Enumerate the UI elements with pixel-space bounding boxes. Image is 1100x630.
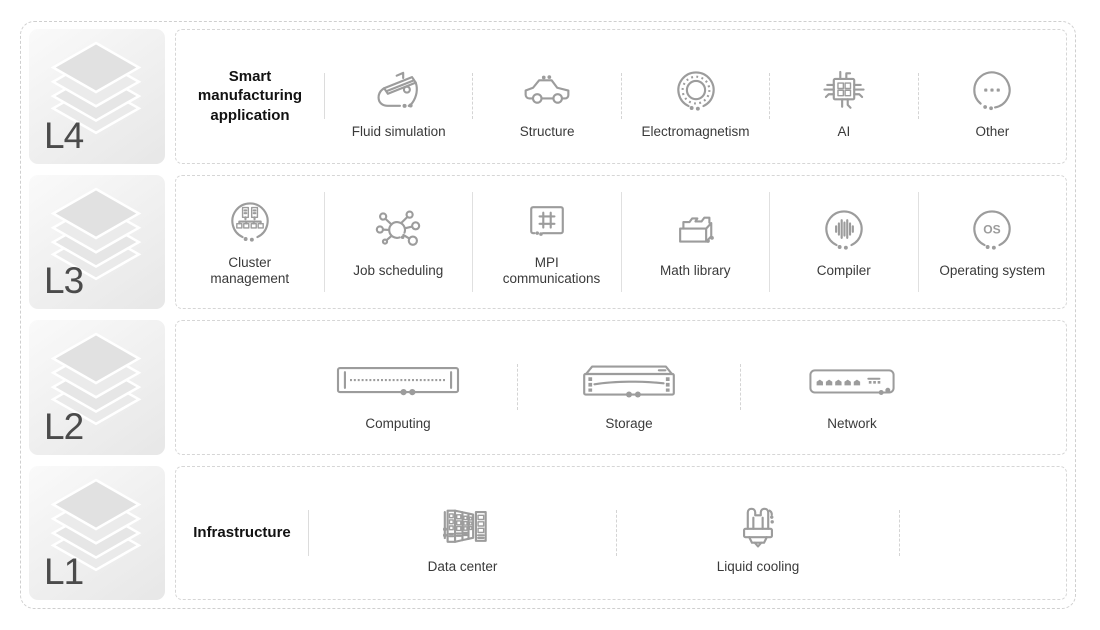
item-fluid-simulation: Fluid simulation bbox=[325, 53, 472, 140]
item-computing: Computing bbox=[279, 343, 517, 432]
layer-row-l2: L2 Computing bbox=[29, 320, 1067, 455]
item-data-center: Data center bbox=[309, 490, 616, 575]
layer-badge-label: L3 bbox=[44, 260, 84, 301]
layer-badge-l1: L1 bbox=[29, 465, 165, 600]
layer-content-l4: Smart manufacturing application Fluid si… bbox=[175, 29, 1067, 164]
item-electromagnetism: Electromagnetism bbox=[622, 53, 769, 140]
dashed-divider bbox=[917, 73, 919, 120]
empty-slot bbox=[900, 528, 1066, 538]
item-other: Other bbox=[919, 53, 1066, 140]
item-label: Job scheduling bbox=[353, 263, 444, 279]
item-liquid-cooling: Liquid cooling bbox=[617, 490, 899, 575]
storage-array-icon bbox=[583, 364, 675, 398]
solid-divider bbox=[472, 191, 473, 292]
dashed-divider bbox=[472, 73, 474, 120]
item-label: Structure bbox=[519, 123, 575, 139]
chip-icon bbox=[823, 70, 865, 109]
solid-divider bbox=[323, 191, 325, 292]
diagram-frame: L4 Smart manufacturing application Fluid… bbox=[20, 21, 1076, 609]
item-label: AI bbox=[837, 123, 851, 139]
network-switch-icon bbox=[809, 368, 895, 395]
item-label: Data center bbox=[427, 559, 498, 575]
layer-badge-l4: L4 bbox=[29, 29, 165, 164]
solid-divider bbox=[769, 191, 770, 292]
server-rack-icon bbox=[336, 366, 460, 395]
layer-row-l3: L3 Cluster management bbox=[29, 174, 1067, 309]
layer-row-l1: L1 Infrastructure bbox=[29, 465, 1067, 600]
dashed-divider bbox=[769, 73, 771, 120]
svg-text:OS: OS bbox=[984, 222, 1001, 236]
layer-badge-label: L2 bbox=[44, 405, 84, 447]
layer-row-l4: L4 Smart manufacturing application Fluid… bbox=[29, 29, 1067, 164]
nodes-icon bbox=[376, 210, 421, 246]
item-label: Network bbox=[827, 415, 877, 431]
item-label: Other bbox=[975, 123, 1010, 139]
layer-badge-label: L4 bbox=[44, 114, 84, 156]
item-label: Operating system bbox=[939, 263, 1046, 279]
item-storage: Storage bbox=[518, 343, 740, 432]
file-box-icon bbox=[679, 216, 715, 243]
item-label: Liquid cooling bbox=[716, 559, 800, 575]
item-label: Computing bbox=[365, 415, 431, 431]
layer-badge-l3: L3 bbox=[29, 174, 165, 309]
item-structure: Structure bbox=[473, 53, 620, 140]
car-icon bbox=[524, 74, 570, 104]
item-ai: AI bbox=[770, 53, 917, 140]
cluster-circle-icon bbox=[231, 202, 269, 242]
ship-icon bbox=[377, 71, 418, 108]
item-cluster-management: Cluster management bbox=[176, 196, 324, 288]
group-label-smart-manufacturing: Smart manufacturing application bbox=[197, 67, 303, 125]
bearing-icon bbox=[676, 70, 715, 111]
ellipsis-circle-icon bbox=[973, 70, 1011, 110]
item-label: Storage bbox=[605, 415, 653, 431]
solid-divider bbox=[308, 509, 309, 556]
item-mpi-communications: MPI communications bbox=[473, 196, 621, 288]
item-label: Electromagnetism bbox=[641, 123, 750, 139]
os-circle-icon: OS bbox=[973, 210, 1011, 250]
item-operating-system: OS Operating system bbox=[919, 204, 1067, 279]
layer-content-l1: Infrastructure bbox=[175, 465, 1067, 600]
layer-badge-l2: L2 bbox=[29, 320, 165, 455]
dashed-divider bbox=[620, 73, 622, 120]
item-compiler: Compiler bbox=[770, 204, 918, 279]
item-label: Fluid simulation bbox=[351, 123, 446, 139]
item-label: Compiler bbox=[816, 263, 871, 279]
item-label: MPI communications bbox=[502, 254, 601, 287]
item-network: Network bbox=[741, 343, 963, 432]
waveform-circle-icon bbox=[825, 210, 863, 250]
item-math-library: Math library bbox=[622, 204, 770, 279]
item-label: Math library bbox=[659, 263, 731, 279]
dashed-divider bbox=[615, 509, 617, 556]
item-job-scheduling: Job scheduling bbox=[325, 204, 473, 279]
layers-icon bbox=[50, 478, 142, 571]
layer-content-l2: Computing Storage bbox=[175, 320, 1067, 455]
solid-divider bbox=[324, 73, 325, 120]
layers-icon bbox=[50, 187, 142, 280]
solid-divider bbox=[620, 191, 622, 292]
grid-box-icon bbox=[529, 205, 564, 236]
layers-icon bbox=[50, 41, 142, 135]
item-label: Cluster management bbox=[210, 254, 290, 287]
data-center-icon bbox=[443, 509, 488, 543]
dashed-divider bbox=[740, 364, 741, 411]
cooling-tower-icon bbox=[743, 507, 774, 548]
layer-content-l3: Cluster management Job scheduling bbox=[175, 174, 1067, 309]
layers-icon bbox=[50, 332, 142, 426]
layer-badge-label: L1 bbox=[44, 551, 84, 592]
dashed-divider bbox=[517, 364, 518, 411]
group-label-infrastructure: Infrastructure bbox=[193, 523, 291, 541]
dashed-divider bbox=[899, 509, 901, 556]
solid-divider bbox=[917, 191, 919, 292]
